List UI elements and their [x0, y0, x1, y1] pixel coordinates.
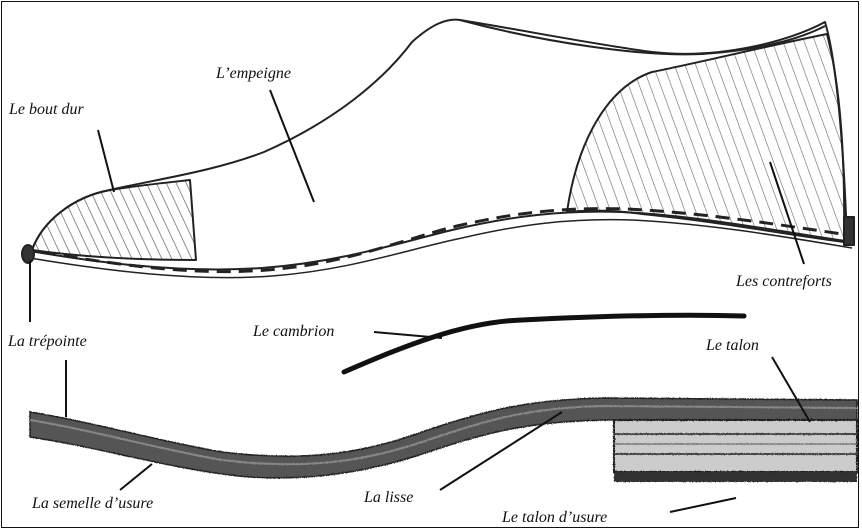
heel-block	[614, 420, 857, 472]
label-outsole: La semelle d’usure	[32, 496, 153, 512]
heel-top-lift-shape	[614, 472, 857, 482]
label-heel: Le talon	[706, 338, 759, 354]
label-shank: Le cambrion	[253, 324, 334, 340]
leader-toe-cap	[98, 130, 114, 192]
outsole-group	[30, 398, 857, 482]
label-toe-cap: Le bout dur	[9, 102, 84, 118]
leader-heel-top-lift	[670, 498, 736, 512]
heel-nub	[844, 217, 854, 245]
label-counters: Les contreforts	[736, 274, 832, 290]
shank-shape	[344, 315, 744, 372]
label-welt: La trépointe	[8, 334, 87, 350]
welt-shape	[22, 245, 34, 263]
label-vamp: L’empeigne	[216, 66, 291, 82]
shoe-upper	[22, 20, 854, 278]
leader-outsole-2	[120, 464, 152, 490]
label-heel-top-lift: Le talon d’usure	[502, 510, 607, 526]
label-insole-smooth: La lisse	[364, 490, 413, 506]
